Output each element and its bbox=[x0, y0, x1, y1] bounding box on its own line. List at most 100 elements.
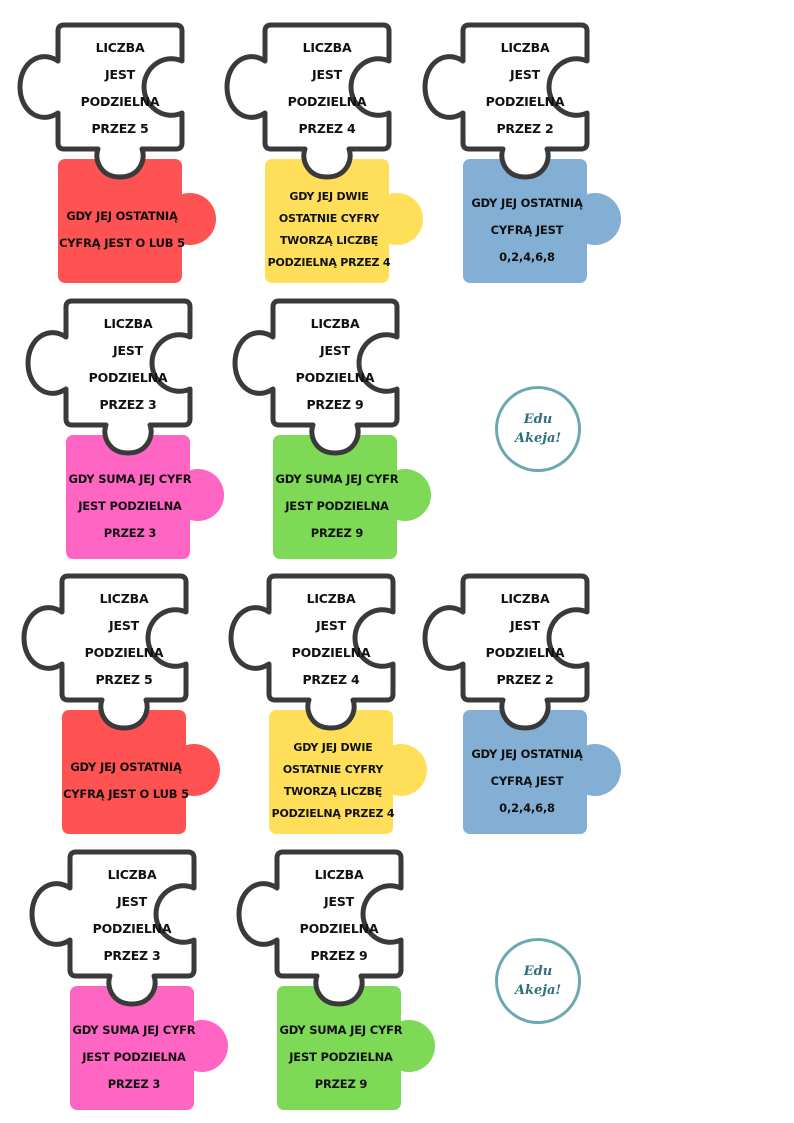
answer-text: GDY SUMA JEJ CYFR JEST PODZIELNA PRZEZ 3 bbox=[66, 1008, 202, 1106]
answer-line: CYFRĄ JEST O LUB 5 bbox=[59, 236, 185, 250]
question-piece bbox=[25, 298, 193, 456]
answer-line: GDY JEJ OSTATNIĄ bbox=[70, 760, 182, 774]
question-line: PODZIELNA bbox=[295, 370, 375, 385]
question-line: LICZBA bbox=[310, 316, 360, 331]
logo-line-2: Akeja! bbox=[514, 431, 562, 446]
answer-piece bbox=[66, 435, 190, 559]
question-line: PODZIELNA bbox=[84, 645, 164, 660]
answer-line: GDY JEJ OSTATNIĄ bbox=[66, 209, 178, 223]
answer-line: CYFRĄ JEST O LUB 5 bbox=[63, 787, 189, 801]
puzzle-pair bbox=[422, 573, 621, 834]
answer-line: JEST PODZIELNA bbox=[82, 1049, 186, 1064]
answer-knob bbox=[379, 469, 431, 521]
answer-piece bbox=[463, 159, 587, 283]
question-line: JEST bbox=[105, 67, 135, 82]
logo-line-1: Edu bbox=[523, 412, 553, 427]
question-line: PRZEZ 5 bbox=[91, 121, 149, 136]
puzzle-pair bbox=[232, 298, 431, 559]
answer-piece bbox=[70, 986, 194, 1110]
answer-text: GDY JEJ OSTATNIĄ CYFRĄ JEST O LUB 5 bbox=[58, 732, 194, 830]
question-line: PRZEZ 3 bbox=[103, 948, 161, 963]
answer-knob bbox=[371, 193, 423, 245]
answer-knob bbox=[176, 1020, 228, 1072]
question-line: PRZEZ 9 bbox=[306, 397, 364, 412]
answer-line: GDY SUMA JEJ CYFR bbox=[279, 1022, 403, 1037]
question-line: PRZEZ 9 bbox=[310, 948, 368, 963]
question-line: PODZIELNA bbox=[299, 921, 379, 936]
question-line: LICZBA bbox=[103, 316, 153, 331]
question-line: PODZIELNA bbox=[80, 94, 160, 109]
answer-line: PRZEZ 3 bbox=[107, 1076, 161, 1091]
answer-piece bbox=[269, 710, 393, 834]
answer-line: GDY JEJ DWIE bbox=[289, 190, 369, 203]
answer-line: GDY SUMA JEJ CYFR bbox=[68, 471, 192, 486]
answer-line: PODZIELNĄ PRZEZ 4 bbox=[267, 256, 391, 269]
answer-piece bbox=[277, 986, 401, 1110]
question-line: PODZIELNA bbox=[291, 645, 371, 660]
question-text: LICZBA JEST PODZIELNA PRZEZ 4 bbox=[269, 582, 393, 696]
answer-line: GDY SUMA JEJ CYFR bbox=[72, 1022, 196, 1037]
answer-piece bbox=[62, 710, 186, 834]
puzzle-pair bbox=[17, 22, 216, 283]
answer-line: TWORZĄ LICZBĘ bbox=[283, 785, 383, 798]
answer-line: GDY JEJ OSTATNIĄ bbox=[471, 746, 583, 761]
answer-line: 0,2,4,6,8 bbox=[499, 249, 555, 264]
question-line: JEST bbox=[510, 67, 540, 82]
answer-line: TWORZĄ LICZBĘ bbox=[279, 234, 379, 247]
answer-knob bbox=[172, 469, 224, 521]
question-line: LICZBA bbox=[99, 591, 149, 606]
question-line: LICZBA bbox=[302, 40, 352, 55]
question-line: LICZBA bbox=[306, 591, 356, 606]
answer-text: GDY SUMA JEJ CYFR JEST PODZIELNA PRZEZ 3 bbox=[62, 457, 198, 555]
answer-knob bbox=[569, 744, 621, 796]
answer-line: JEST PODZIELNA bbox=[78, 498, 182, 513]
question-piece bbox=[232, 298, 400, 456]
question-line: JEST bbox=[510, 618, 540, 633]
answer-line: PRZEZ 9 bbox=[314, 1076, 368, 1091]
question-line: JEST bbox=[113, 343, 143, 358]
answer-line: GDY JEJ OSTATNIĄ bbox=[471, 195, 583, 210]
answer-piece bbox=[58, 159, 182, 283]
answer-piece bbox=[265, 159, 389, 283]
answer-line: GDY SUMA JEJ CYFR bbox=[275, 471, 399, 486]
puzzle-pair bbox=[29, 849, 228, 1110]
question-line: LICZBA bbox=[500, 591, 550, 606]
question-line: JEST bbox=[316, 618, 346, 633]
question-line: JEST bbox=[324, 894, 354, 909]
question-piece bbox=[21, 573, 189, 731]
logo-line-2: Akeja! bbox=[514, 983, 562, 998]
answer-text: GDY JEJ OSTATNIĄ CYFRĄ JEST O LUB 5 bbox=[54, 181, 190, 279]
question-line: LICZBA bbox=[500, 40, 550, 55]
question-line: PRZEZ 4 bbox=[302, 672, 360, 687]
question-line: JEST bbox=[117, 894, 147, 909]
answer-text: GDY SUMA JEJ CYFR JEST PODZIELNA PRZEZ 9 bbox=[273, 1008, 409, 1106]
answer-piece bbox=[463, 710, 587, 834]
question-line: PODZIELNA bbox=[92, 921, 172, 936]
answer-knob bbox=[375, 744, 427, 796]
answer-line: JEST PODZIELNA bbox=[285, 498, 389, 513]
answer-line: JEST PODZIELNA bbox=[289, 1049, 393, 1064]
answer-knob bbox=[164, 193, 216, 245]
answer-line: PRZEZ 3 bbox=[103, 525, 157, 540]
answer-line: GDY JEJ DWIE bbox=[293, 741, 373, 754]
answer-line: OSTATNIE CYFRY bbox=[282, 763, 384, 776]
puzzle-pair bbox=[25, 298, 224, 559]
question-line: JEST bbox=[320, 343, 350, 358]
question-piece bbox=[422, 22, 590, 180]
answer-line: CYFRĄ JEST bbox=[490, 773, 564, 788]
puzzle-pair bbox=[422, 22, 621, 283]
answer-knob bbox=[569, 193, 621, 245]
answer-knob bbox=[168, 744, 220, 796]
